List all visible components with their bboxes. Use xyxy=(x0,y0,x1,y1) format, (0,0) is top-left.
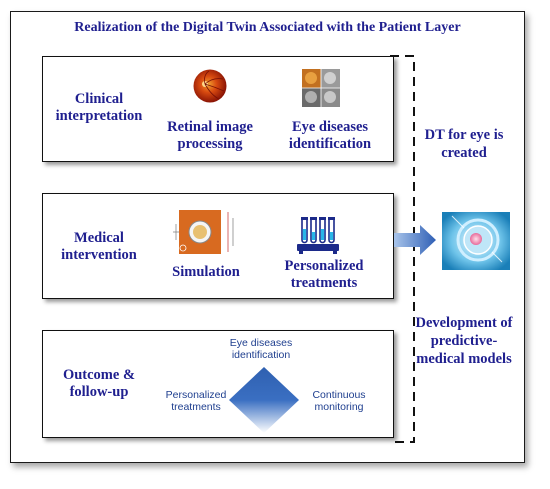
medical-label: Medical intervention xyxy=(61,230,137,263)
test-tubes-icon xyxy=(297,214,339,254)
section-medical: Medical intervention Simulation xyxy=(42,193,394,299)
simulation-caption: Simulation xyxy=(172,264,240,280)
eye-scan-images-icon xyxy=(302,69,340,107)
outcome-triangle xyxy=(229,367,299,433)
section-outcome: Outcome & follow-up Eye diseases identif… xyxy=(42,330,394,438)
diagram-title: Realization of the Digital Twin Associat… xyxy=(74,20,461,35)
retina-photo-icon xyxy=(193,69,227,103)
predictive-models-text: Development of predictive-medical models xyxy=(415,315,513,367)
retinal-image-processing-caption: Retinal image processing xyxy=(167,119,253,152)
right-arrow-icon xyxy=(394,225,436,255)
triangle-right-label: Continuous monitoring xyxy=(312,389,366,413)
clinical-label: Clinical interpretation xyxy=(55,91,143,124)
outcome-label: Outcome & follow-up xyxy=(62,367,136,400)
personalized-treatments-caption: Personalized treatments xyxy=(284,258,364,291)
eye-simulation-icon xyxy=(173,210,245,254)
digital-eye-icon xyxy=(442,212,510,270)
triangle-top-label: Eye diseases identification xyxy=(229,337,293,361)
section-clinical: Clinical interpretation Retinal image pr… xyxy=(42,56,394,162)
eye-diseases-identification-caption: Eye diseases identification xyxy=(288,119,372,152)
dt-created-text: DT for eye is created xyxy=(424,127,504,161)
triangle-left-label: Personalized treatments xyxy=(165,389,227,413)
